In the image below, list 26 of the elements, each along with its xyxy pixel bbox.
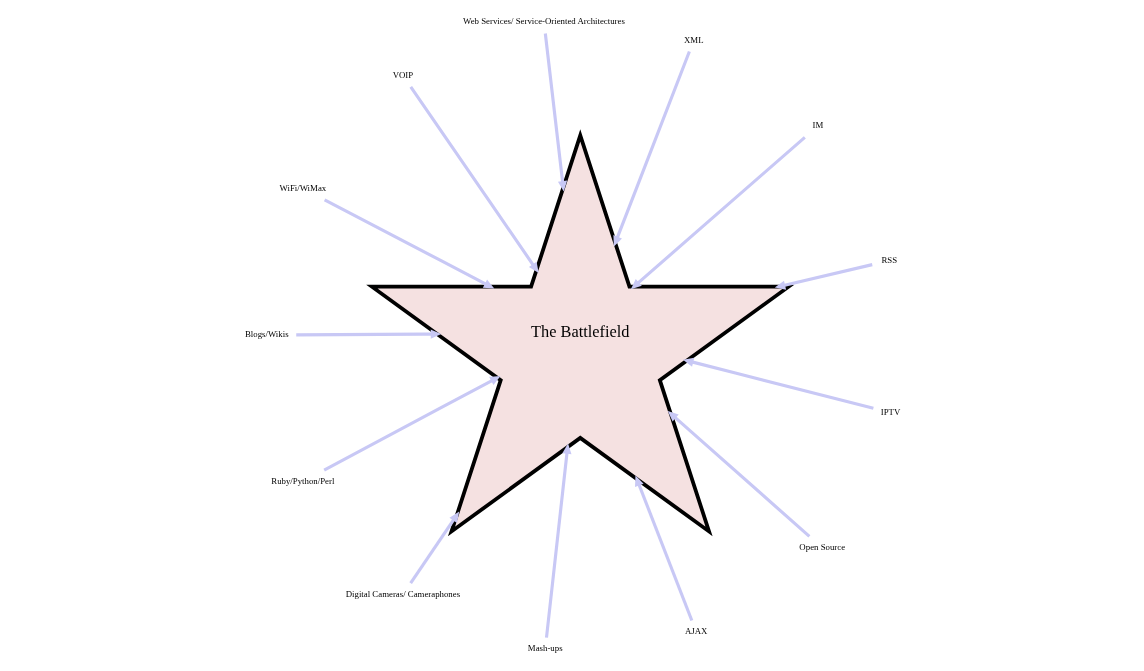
arrow	[682, 357, 874, 410]
arrow	[667, 410, 810, 538]
node-text: AJAX	[684, 626, 707, 637]
arrow	[408, 86, 539, 273]
node-text: Digital Cameras/ Cameraphones	[345, 588, 460, 599]
arrow	[295, 329, 441, 339]
arrow	[323, 198, 494, 289]
node-text: IPTV	[880, 406, 900, 417]
node-text: Open Source	[798, 542, 845, 553]
arrow	[774, 263, 873, 290]
arrow	[322, 375, 501, 472]
node-text: IM	[812, 120, 823, 131]
node-text: WiFi/WiMax	[279, 182, 326, 193]
arrow	[408, 511, 459, 584]
arrow	[630, 136, 806, 290]
arrow	[544, 443, 571, 638]
node-text: XML	[683, 34, 704, 45]
node-text: Web Services/ Service-Oriented Architectures	[462, 16, 625, 27]
arrow	[612, 50, 691, 247]
node-text: Ruby/Python/Perl	[270, 475, 334, 486]
arrow	[634, 475, 693, 622]
node-text: RSS	[880, 254, 897, 265]
node-text: Mash-ups	[527, 643, 563, 654]
node-text: VOIP	[392, 69, 413, 80]
node-text: Blogs/Wikis	[244, 329, 289, 340]
arrow	[543, 33, 567, 192]
